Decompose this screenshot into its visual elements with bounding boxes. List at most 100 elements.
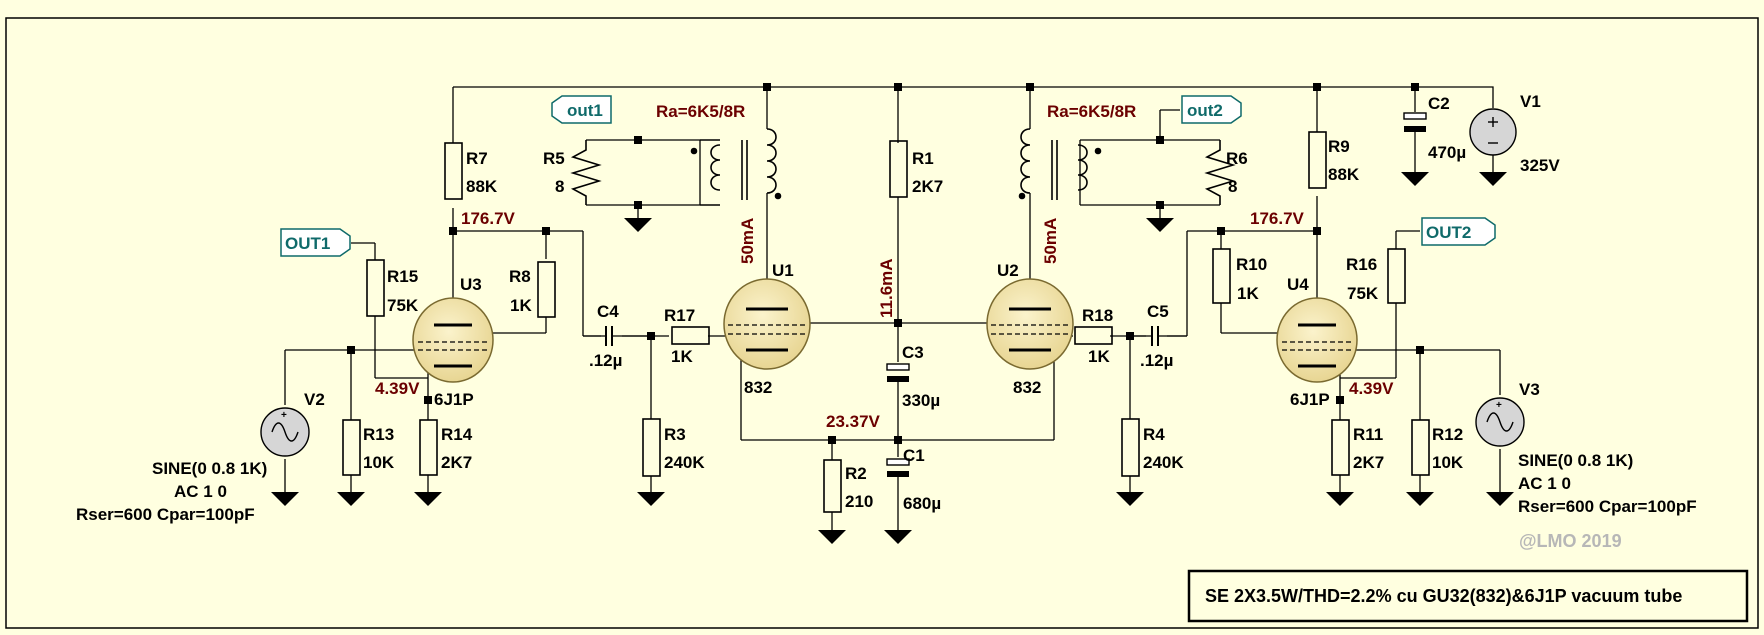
capacitors <box>583 112 1427 477</box>
v2-line1: SINE(0 0.8 1K) <box>152 459 267 478</box>
voltage-176-right: 176.7V <box>1250 209 1305 228</box>
r4-name: R4 <box>1143 425 1165 444</box>
voltage-439-right: 4.39V <box>1349 379 1394 398</box>
resistor-r2 <box>823 459 842 513</box>
voltage-176-left: 176.7V <box>461 209 516 228</box>
r12-name: R12 <box>1432 425 1463 444</box>
resistor-r3 <box>642 418 661 477</box>
r6-name: R6 <box>1226 149 1248 168</box>
r13-value: 10K <box>363 453 395 472</box>
resistor-r9 <box>1308 131 1327 189</box>
outer-frame <box>5 17 1759 629</box>
r7-value: 88K <box>466 177 498 196</box>
flag-OUT2 <box>1421 217 1496 246</box>
r16-name: R16 <box>1346 255 1377 274</box>
r3-value: 240K <box>664 453 705 472</box>
r1-name: R1 <box>912 149 934 168</box>
resistor-r7 <box>444 142 463 200</box>
r9-name: R9 <box>1328 137 1350 156</box>
source-v3: + <box>1475 397 1525 447</box>
output-transformer-right <box>1018 128 1102 200</box>
u1-value: 832 <box>744 378 772 397</box>
c4-name: C4 <box>597 302 619 321</box>
resistor-r17 <box>671 326 710 345</box>
u4-name: U4 <box>1287 275 1309 294</box>
v2-line2: AC 1 0 <box>174 482 227 501</box>
current-116ma: 11.6mA <box>877 258 896 318</box>
resistor-r13 <box>342 419 361 476</box>
netlabel-flags <box>280 95 1496 257</box>
title-box <box>1187 569 1749 623</box>
resistor-r12 <box>1411 419 1430 476</box>
r15-name: R15 <box>387 267 418 286</box>
tube-u4 <box>1276 297 1358 383</box>
resistor-r14 <box>419 419 438 476</box>
watermark: @LMO 2019 <box>1519 531 1622 551</box>
r11-value: 2K7 <box>1353 453 1384 472</box>
v1-value: 325V <box>1520 156 1560 175</box>
r8-value: 1K <box>510 296 532 315</box>
r18-value: 1K <box>1088 347 1110 366</box>
resistor-r11 <box>1331 419 1350 476</box>
r3-name: R3 <box>664 425 686 444</box>
source-v2: + <box>260 407 310 457</box>
r10-value: 1K <box>1237 284 1259 303</box>
c1-value: 680µ <box>903 494 941 513</box>
v3-name: V3 <box>1519 380 1540 399</box>
c3-name: C3 <box>902 343 924 362</box>
netlabel-out1: out1 <box>567 101 603 120</box>
v1-name: V1 <box>1520 92 1541 111</box>
v3-line2: AC 1 0 <box>1518 474 1571 493</box>
flag-out1 <box>551 95 612 124</box>
r13-name: R13 <box>363 425 394 444</box>
u4-value: 6J1P <box>1290 390 1330 409</box>
netlabel-OUT2: OUT2 <box>1426 223 1471 242</box>
svg-text:+: + <box>1496 400 1502 411</box>
voltage-439-left: 4.39V <box>375 379 420 398</box>
ground-symbols <box>271 172 1514 544</box>
r14-name: R14 <box>441 425 473 444</box>
u3-value: 6J1P <box>434 390 474 409</box>
ra-left-label: Ra=6K5/8R <box>656 102 745 121</box>
source-v1 <box>1469 108 1517 156</box>
c3-value: 330µ <box>902 391 940 410</box>
u2-value: 832 <box>1013 378 1041 397</box>
r17-name: R17 <box>664 306 695 325</box>
current-50ma-left: 50mA <box>738 218 757 264</box>
current-50ma-right: 50mA <box>1041 218 1060 264</box>
c5-value: .12µ <box>1140 351 1173 370</box>
r2-name: R2 <box>845 464 867 483</box>
capacitor-c4 <box>583 326 651 346</box>
netlabel-OUT1: OUT1 <box>285 234 330 253</box>
r12-value: 10K <box>1432 453 1464 472</box>
capacitor-c3 <box>886 363 910 382</box>
ra-right-label: Ra=6K5/8R <box>1047 102 1136 121</box>
resistor-r15 <box>366 259 385 317</box>
resistor-r16 <box>1387 248 1406 304</box>
r10-name: R10 <box>1236 255 1267 274</box>
resistor-r4 <box>1121 418 1140 477</box>
tube-u1 <box>723 278 811 370</box>
r11-name: R11 <box>1353 425 1383 444</box>
voltage-2337: 23.37V <box>826 412 881 431</box>
resistor-r5 <box>570 140 602 205</box>
resistor-r1 <box>889 140 908 198</box>
u3-name: U3 <box>460 275 482 294</box>
v2-line3: Rser=600 Cpar=100pF <box>76 505 255 524</box>
tube-u3 <box>412 297 494 383</box>
netlabel-out2: out2 <box>1187 101 1223 120</box>
r18-name: R18 <box>1082 306 1113 325</box>
resistor-r6 <box>1204 140 1236 205</box>
r8-name: R8 <box>509 267 531 286</box>
c2-value: 470µ <box>1428 143 1466 162</box>
r14-value: 2K7 <box>441 453 472 472</box>
u2-name: U2 <box>997 261 1019 280</box>
v2-name: V2 <box>304 390 325 409</box>
c4-value: .12µ <box>589 351 622 370</box>
c2-name: C2 <box>1428 94 1450 113</box>
r5-value: 8 <box>555 177 564 196</box>
svg-text:+: + <box>281 410 287 421</box>
c1-name: C1 <box>903 446 925 465</box>
capacitor-c1 <box>886 458 910 477</box>
